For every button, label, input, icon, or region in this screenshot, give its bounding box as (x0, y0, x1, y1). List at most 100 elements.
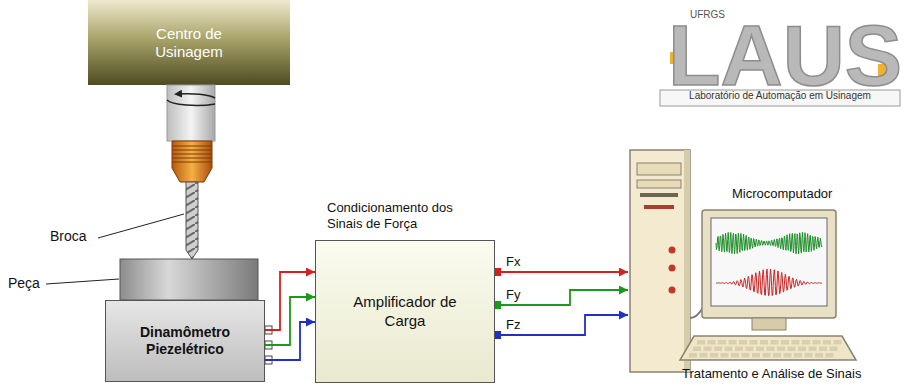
key (788, 347, 796, 352)
keys (689, 340, 842, 358)
key (697, 340, 705, 345)
led (644, 205, 674, 209)
button (669, 247, 676, 254)
workpiece (120, 259, 258, 300)
key (777, 347, 785, 352)
signal-name: Fy (506, 287, 520, 303)
amplifier-box: Condicionamento dos Sinais de ForçaAmpli… (315, 200, 495, 383)
key (746, 347, 754, 352)
force-signal (716, 232, 822, 254)
computer-tower (630, 150, 690, 372)
part-label: Peça (8, 275, 40, 292)
key (813, 340, 821, 345)
ridge (172, 146, 212, 147)
key (805, 353, 813, 358)
key (735, 347, 743, 352)
button (669, 287, 676, 294)
key (752, 353, 760, 358)
leader-line (98, 214, 184, 238)
ridge (172, 162, 212, 163)
key (771, 340, 779, 345)
key (721, 353, 729, 358)
output-port (494, 301, 501, 309)
machine-housing (88, 0, 290, 85)
ridge (172, 158, 212, 159)
key (826, 353, 834, 358)
signal-wire (501, 271, 628, 273)
button (669, 265, 676, 272)
node-text: Dinamômetro Piezelétrico (115, 324, 255, 359)
key (760, 340, 768, 345)
key (781, 340, 789, 345)
leader-line (46, 279, 119, 284)
force-signal (716, 269, 822, 296)
signal-cable (265, 297, 315, 345)
node-text: Amplificador de Carga (350, 293, 460, 331)
machine-center-box: Centro de Usinagem (88, 0, 290, 85)
caption-label: Tratamento e Análise de Sinais (682, 366, 861, 382)
key (763, 353, 771, 358)
key (704, 347, 712, 352)
key (792, 340, 800, 345)
key (729, 340, 737, 345)
key (750, 340, 758, 345)
tower-side (684, 150, 690, 372)
holder-ridges (172, 146, 212, 162)
dynamometer-box: Dinamômetro Piezelétrico (105, 300, 265, 382)
key (815, 353, 823, 358)
logo-subtitle: Laboratório de Automação em Usinagem (660, 90, 900, 102)
rotation-arrow (178, 94, 215, 98)
key (819, 347, 827, 352)
key (802, 340, 810, 345)
ridge (172, 150, 212, 151)
ridge (172, 154, 212, 155)
signal-cable (265, 322, 315, 360)
key (794, 353, 802, 358)
key (767, 347, 775, 352)
key (725, 347, 733, 352)
key (718, 340, 726, 345)
signal-wire (501, 315, 628, 335)
key (714, 347, 722, 352)
key (700, 353, 708, 358)
output-port (494, 268, 501, 276)
node-text: Centro de Usinagem (139, 25, 239, 61)
drive-bay (637, 180, 681, 188)
box-outline: Amplificador de Carga (315, 240, 495, 383)
signal-name: Fz (506, 317, 520, 333)
key (710, 353, 718, 358)
key (708, 340, 716, 345)
part-label: Broca (50, 228, 87, 245)
key (834, 340, 842, 345)
output-port (494, 331, 501, 339)
rotation-arrow (167, 100, 215, 106)
screen (711, 218, 827, 306)
microcomputer-node: Microcomputador (692, 186, 852, 326)
key (823, 340, 831, 345)
keyboard (680, 336, 856, 360)
key (798, 347, 806, 352)
drive-bay (637, 163, 681, 175)
key (830, 347, 838, 352)
key (693, 347, 701, 352)
key (689, 353, 697, 358)
key (809, 347, 817, 352)
key (742, 353, 750, 358)
logo-letters: LAUS (668, 12, 902, 98)
signal-name: Fx (506, 254, 520, 270)
drill (186, 182, 198, 259)
key (784, 353, 792, 358)
disk-slot (640, 193, 678, 197)
key (756, 347, 764, 352)
key (739, 340, 747, 345)
tool-holder (172, 141, 212, 182)
spindle (167, 85, 215, 141)
key (731, 353, 739, 358)
monitor (702, 210, 836, 318)
key (773, 353, 781, 358)
logo-banner (660, 90, 900, 106)
node-heading: Condicionamento dos Sinais de Força (327, 200, 477, 233)
node-heading: Microcomputador (732, 186, 852, 201)
monitor-stand (752, 318, 786, 330)
